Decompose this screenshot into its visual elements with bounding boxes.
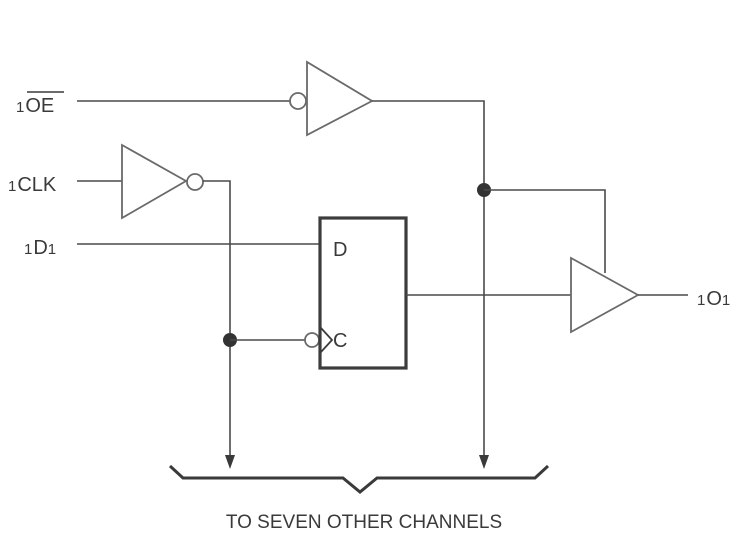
oe-arrow-down xyxy=(479,455,489,469)
oe-to-output-buffer-wire xyxy=(484,189,606,273)
clk-internal-wire xyxy=(203,180,231,456)
clk-input-label: 1CLK xyxy=(8,174,57,196)
ff-clock-edge-symbol xyxy=(320,327,334,353)
oe-input-label: 1OE xyxy=(16,95,54,117)
d-flip-flop xyxy=(318,216,408,370)
channels-brace xyxy=(168,464,550,494)
output-label: 1O1 xyxy=(697,288,730,310)
channels-caption: TO SEVEN OTHER CHANNELS xyxy=(226,512,502,533)
ff-clock-inversion-bubble xyxy=(304,332,320,348)
oe-enable-wire xyxy=(372,100,485,456)
clk-inverter-gate xyxy=(121,143,188,220)
ff-d-label: D xyxy=(333,239,347,261)
oe-buffer-gate xyxy=(306,60,374,137)
output-buffer-gate xyxy=(570,256,640,334)
clk-arrow-down xyxy=(225,455,235,469)
clk-inversion-bubble xyxy=(186,173,204,191)
oe-inversion-bubble xyxy=(289,92,307,110)
d-input-label: 1D1 xyxy=(24,237,56,259)
ff-c-label: C xyxy=(333,330,347,352)
